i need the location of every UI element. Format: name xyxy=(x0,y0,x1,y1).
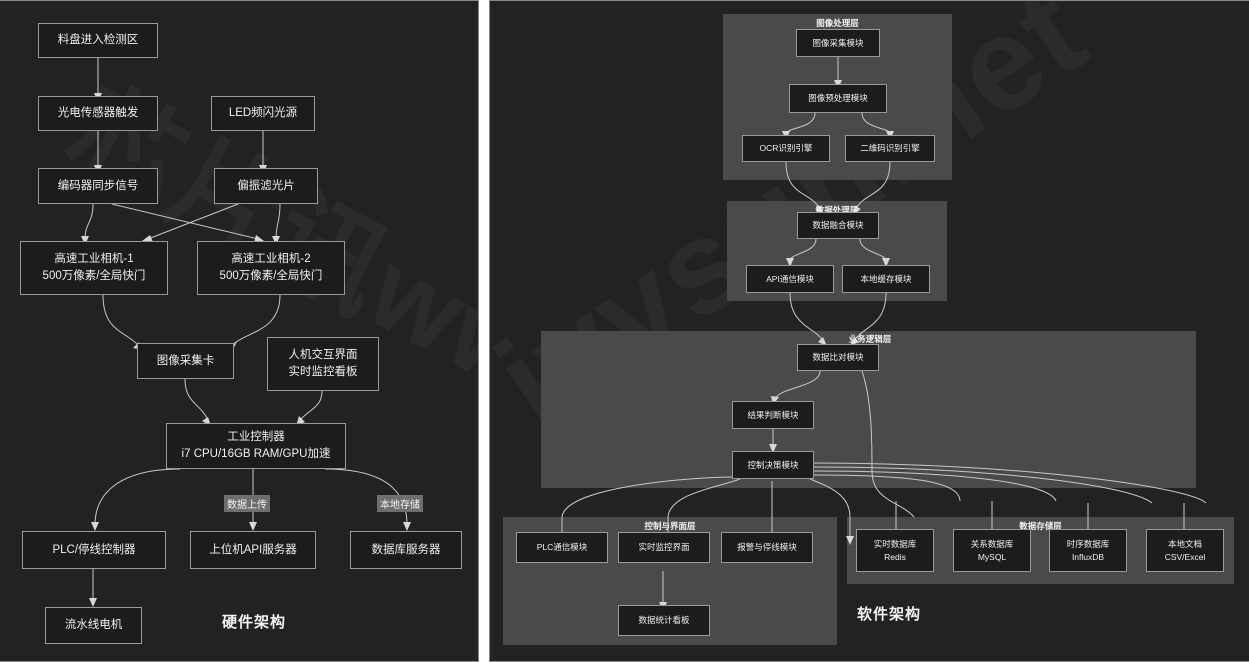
node-label: API通信模块 xyxy=(766,273,814,284)
software-architecture-panel: ivvsun.net xyxy=(489,0,1249,662)
layer-title-data-storage: 数据存储层 xyxy=(1019,521,1062,531)
node-plc-comm[interactable]: PLC通信模块 xyxy=(516,532,608,563)
node-control-decision[interactable]: 控制决策模块 xyxy=(732,451,814,479)
node-label-line1: 时序数据库 xyxy=(1066,539,1110,550)
node-label: 结果判断模块 xyxy=(747,409,799,420)
software-panel-title: 软件架构 xyxy=(857,606,922,623)
node-api-server[interactable]: 上位机API服务器 xyxy=(190,531,316,569)
edge-label-upload: 数据上传 xyxy=(224,495,270,512)
node-data-compare[interactable]: 数据比对模块 xyxy=(797,344,879,371)
node-label: 图像预处理模块 xyxy=(808,93,868,104)
node-data-fusion[interactable]: 数据融合模块 xyxy=(797,212,879,239)
node-label-line1: 工业控制器 xyxy=(227,431,285,444)
node-local-file[interactable]: 本地文档 CSV/Excel xyxy=(1146,529,1224,572)
node-label-line2: CSV/Excel xyxy=(1164,551,1206,562)
node-image-preprocess[interactable]: 图像预处理模块 xyxy=(789,84,887,113)
node-label-line1: 人机交互界面 xyxy=(288,349,358,362)
node-label-line2: 500万像素/全局快门 xyxy=(42,270,146,282)
node-frame-grabber[interactable]: 图像采集卡 xyxy=(137,343,234,379)
node-label: 偏振滤光片 xyxy=(237,179,295,192)
node-label-line1: 关系数据库 xyxy=(970,539,1014,550)
node-encoder-sync[interactable]: 编码器同步信号 xyxy=(38,168,158,204)
node-photo-sensor[interactable]: 光电传感器触发 xyxy=(38,96,158,131)
layer-title-data-processing: 数据处理层 xyxy=(815,205,859,215)
edge-label-local-storage: 本地存储 xyxy=(377,495,423,512)
node-hmi[interactable]: 人机交互界面 实时监控看板 xyxy=(267,337,379,391)
node-stats-board[interactable]: 数据统计看板 xyxy=(618,605,710,636)
node-tray-enter[interactable]: 料盘进入检测区 xyxy=(38,23,158,58)
node-label: 流水线电机 xyxy=(64,619,123,632)
node-label: 上位机API服务器 xyxy=(209,543,297,556)
node-db-server[interactable]: 数据库服务器 xyxy=(350,531,462,569)
node-qr-engine[interactable]: 二维码识别引擎 xyxy=(845,135,935,162)
node-label: 数据融合模块 xyxy=(812,220,864,231)
node-realtime-ui[interactable]: 实时监控界面 xyxy=(618,532,710,563)
node-label-line2: Redis xyxy=(884,551,906,562)
node-camera-1[interactable]: 高速工业相机-1 500万像素/全局快门 xyxy=(20,241,168,295)
node-label: LED频闪光源 xyxy=(228,107,298,120)
node-api-comm[interactable]: API通信模块 xyxy=(746,265,834,293)
node-polarizer[interactable]: 偏振滤光片 xyxy=(214,168,318,204)
node-label: PLC通信模块 xyxy=(536,542,588,553)
node-label-line1: 高速工业相机-2 xyxy=(231,253,311,266)
hardware-architecture-panel: 芯片讯www. xyxy=(0,0,479,662)
node-redis[interactable]: 实时数据库 Redis xyxy=(856,529,934,572)
node-label: OCR识别引擎 xyxy=(759,143,813,154)
node-line-motor[interactable]: 流水线电机 xyxy=(45,607,142,644)
node-label-line2: InfluxDB xyxy=(1071,551,1105,562)
node-influxdb[interactable]: 时序数据库 InfluxDB xyxy=(1049,529,1127,572)
layer-title-business-logic: 业务逻辑层 xyxy=(848,334,892,344)
node-label-line2: 实时监控看板 xyxy=(288,366,358,378)
layer-title-control-ui: 控制与界面层 xyxy=(644,521,696,531)
node-label: PLC/停线控制器 xyxy=(52,543,136,556)
node-label: 控制决策模块 xyxy=(747,459,799,470)
node-mysql[interactable]: 关系数据库 MySQL xyxy=(953,529,1031,572)
node-label-line2: MySQL xyxy=(977,551,1007,562)
node-label: 数据比对模块 xyxy=(812,352,864,363)
node-plc-controller[interactable]: PLC/停线控制器 xyxy=(22,531,166,569)
node-image-capture[interactable]: 图像采集模块 xyxy=(796,29,880,57)
node-label: 数据统计看板 xyxy=(638,615,690,626)
node-label-line1: 本地文档 xyxy=(1167,539,1202,550)
node-label: 编码器同步信号 xyxy=(57,179,139,192)
node-alarm-stop[interactable]: 报警与停线模块 xyxy=(721,532,813,563)
hardware-panel-title: 硬件架构 xyxy=(222,614,287,631)
node-label: 本地缓存模块 xyxy=(860,273,912,284)
node-label: 数据库服务器 xyxy=(371,543,441,556)
node-label: 二维码识别引擎 xyxy=(860,143,920,154)
node-label: 图像采集卡 xyxy=(156,354,215,367)
node-label: 料盘进入检测区 xyxy=(57,34,139,47)
node-result-judge[interactable]: 结果判断模块 xyxy=(732,401,814,429)
node-label: 实时监控界面 xyxy=(638,542,690,553)
node-industrial-controller[interactable]: 工业控制器 i7 CPU/16GB RAM/GPU加速 xyxy=(166,423,346,469)
node-ocr-engine[interactable]: OCR识别引擎 xyxy=(742,135,830,162)
node-label-line2: i7 CPU/16GB RAM/GPU加速 xyxy=(181,448,331,460)
node-local-cache[interactable]: 本地缓存模块 xyxy=(842,265,930,293)
node-label-line1: 实时数据库 xyxy=(873,539,917,550)
node-led-strobe[interactable]: LED频闪光源 xyxy=(211,96,315,131)
node-label-line2: 500万像素/全局快门 xyxy=(219,270,323,282)
node-label: 光电传感器触发 xyxy=(57,107,139,120)
node-label: 报警与停线模块 xyxy=(737,542,797,553)
node-label-line1: 高速工业相机-1 xyxy=(54,253,134,266)
node-label: 图像采集模块 xyxy=(812,37,864,48)
node-camera-2[interactable]: 高速工业相机-2 500万像素/全局快门 xyxy=(197,241,345,295)
layer-title-image-processing: 图像处理层 xyxy=(816,18,859,28)
